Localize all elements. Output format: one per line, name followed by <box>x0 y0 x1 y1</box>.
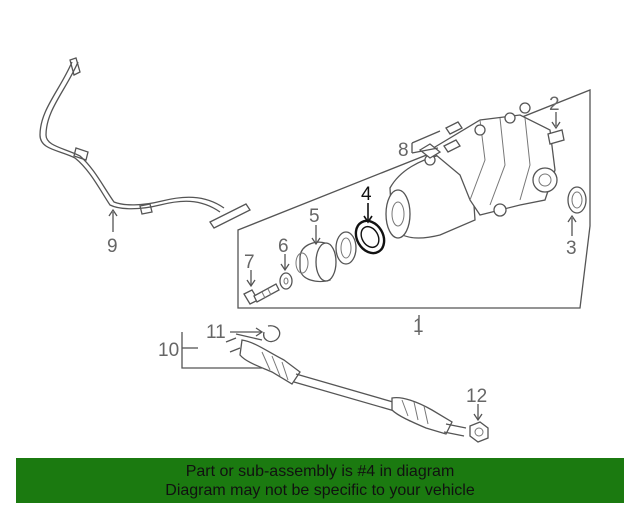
output-flange <box>295 225 357 283</box>
differential-assembly <box>385 102 558 335</box>
callout-8: 8 <box>398 140 409 161</box>
parts-diagram: 1 2 3 4 5 6 7 8 9 10 11 12 <box>39 57 591 443</box>
callout-5: 5 <box>309 206 320 227</box>
callout-3: 3 <box>566 238 577 259</box>
mount-bolt <box>243 270 280 305</box>
assembly-frame <box>237 89 591 309</box>
callout-2: 2 <box>549 94 560 115</box>
retaining-clip <box>230 325 281 343</box>
banner-line-part: Part or sub-assembly is #4 in diagram <box>185 463 455 480</box>
info-banner: Part or sub-assembly is #4 in diagram Di… <box>16 458 624 503</box>
callout-11: 11 <box>206 322 226 343</box>
callout-6: 6 <box>278 236 289 257</box>
oil-seal-highlighted <box>354 203 386 255</box>
callout-4: 4 <box>361 184 372 205</box>
callout-9: 9 <box>107 236 118 257</box>
callout-7: 7 <box>244 252 255 273</box>
axle-shaft <box>181 332 467 437</box>
washer <box>279 254 293 290</box>
axle-seal <box>567 186 587 236</box>
callout-10: 10 <box>158 340 179 361</box>
axle-nut <box>469 404 489 443</box>
callout-12: 12 <box>466 386 487 407</box>
bolts <box>411 121 463 154</box>
banner-line-disclaimer: Diagram may not be specific to your vehi… <box>165 482 475 499</box>
drain-plug <box>547 112 565 145</box>
callout-1: 1 <box>413 316 424 337</box>
vent-hose <box>39 57 251 232</box>
